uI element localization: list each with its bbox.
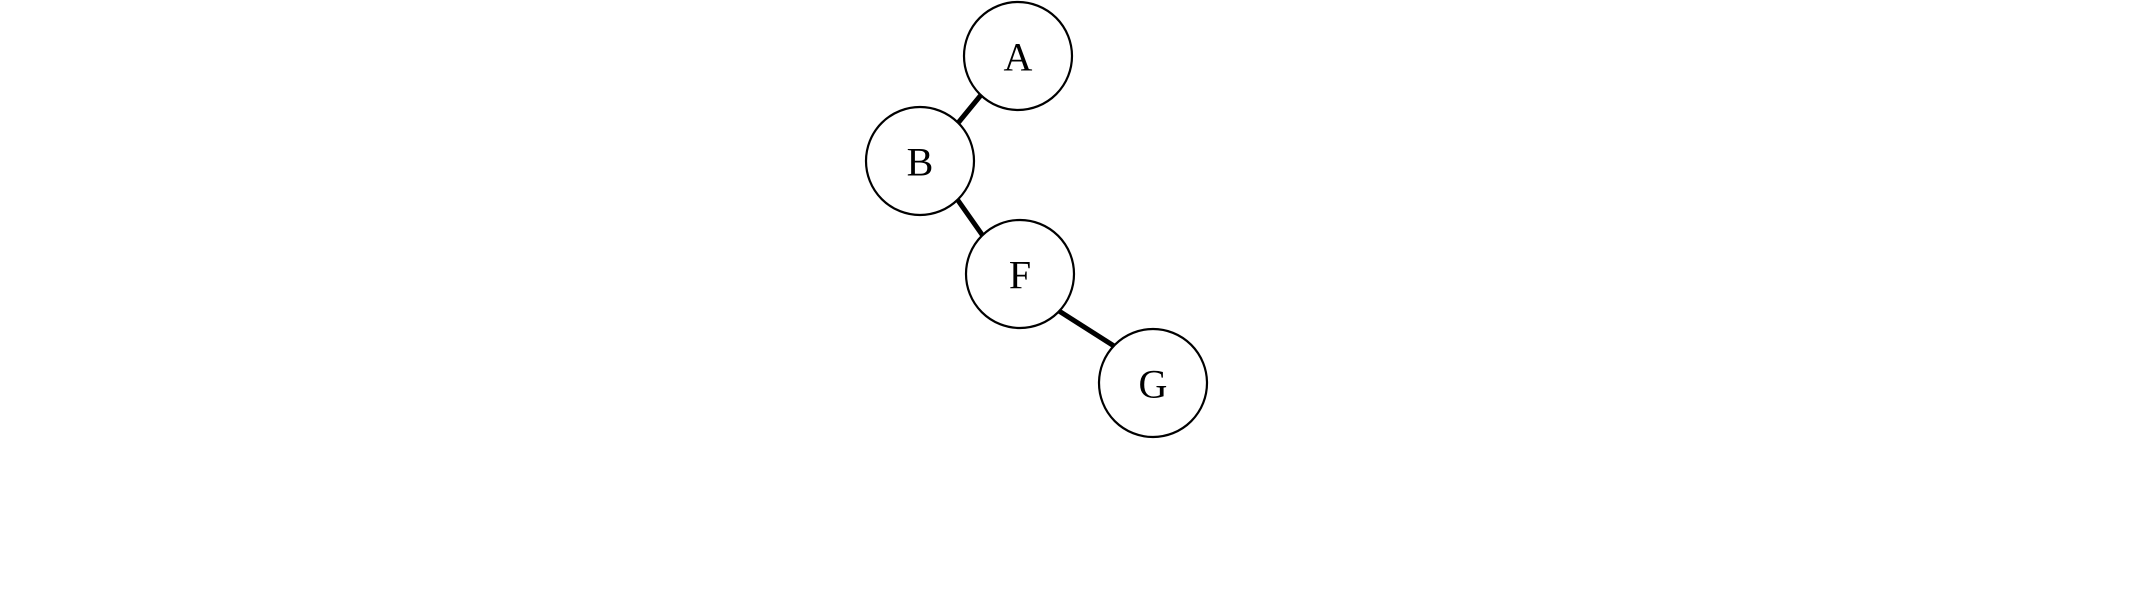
graph-node-b[interactable]: B [864, 105, 976, 217]
graph-node-f[interactable]: F [964, 218, 1076, 330]
edge-a-b [956, 93, 983, 125]
node-circle-g[interactable] [1097, 327, 1209, 439]
edge-b-f [954, 197, 986, 238]
node-circle-b[interactable] [864, 105, 976, 217]
node-circle-a[interactable] [962, 0, 1074, 112]
edges-group [954, 93, 1116, 349]
edge-f-g [1057, 308, 1116, 349]
nodes-group: A B F G [864, 0, 1209, 439]
graph-node-g[interactable]: G [1097, 327, 1209, 439]
node-circle-f[interactable] [964, 218, 1076, 330]
graph-node-a[interactable]: A [962, 0, 1074, 112]
node-label-b: B [907, 140, 934, 185]
node-label-a: A [1004, 35, 1033, 80]
node-label-f: F [1009, 253, 1031, 298]
node-label-g: G [1139, 362, 1168, 407]
